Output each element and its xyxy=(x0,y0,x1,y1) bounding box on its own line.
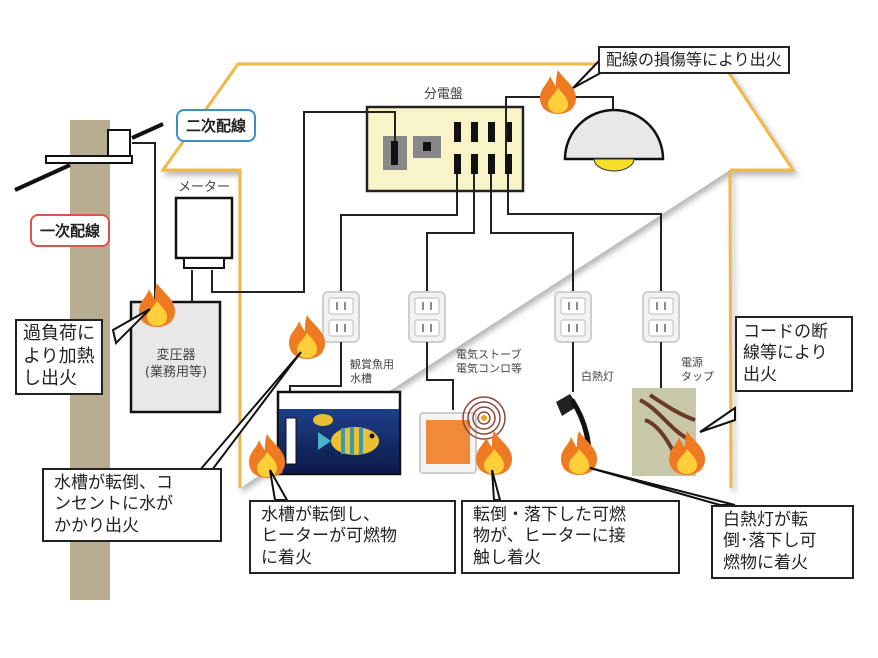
callout-aquarium-heater: 水槽が転倒し、 ヒーターが可燃物 に着火 xyxy=(249,500,456,574)
callout-cord-break-line-2: 線等により xyxy=(743,343,828,364)
secondary-wire xyxy=(211,111,396,293)
callout-fallen-combustible: 転倒・落下した可燃 物が、ヒーターに接 触し着火 xyxy=(461,500,680,574)
power-strip-label-line-1: 電源 xyxy=(681,356,703,369)
callout-aquarium-outlet-line-1: 水槽が転倒、コ xyxy=(54,473,173,493)
callout-aquarium-outlet: 水槽が転倒、コ ンセントに水が かかり出火 xyxy=(42,468,222,542)
callout-aquarium-outlet-line-2: ンセントに水が xyxy=(54,494,173,515)
panel-label: 分電盤 xyxy=(424,87,464,102)
secondary-wiring-tag: 二次配線 xyxy=(176,109,257,142)
meter-base xyxy=(183,257,225,269)
callout-lamp-fall-line-3: 燃物に着火 xyxy=(723,552,808,573)
callout-cord-break-line-3: 出火 xyxy=(743,364,777,385)
outlet-lamp xyxy=(554,291,592,343)
callout-overload: 過負荷に より加熱 し出火 xyxy=(15,319,103,395)
transformer-label-line-1: 変圧器 xyxy=(156,348,196,363)
panel-branch-breakers xyxy=(454,122,512,174)
branch-wire-3 xyxy=(490,174,574,292)
callout-cord-break-line-1: コードの断 xyxy=(743,322,828,342)
transformer-label-line-2: (業務用等) xyxy=(144,364,208,380)
callout-overload-line-3: し出火 xyxy=(23,368,77,389)
callout-aquarium-heater-line-1: 水槽が転倒し、 xyxy=(261,505,380,525)
callout-wiring-damage-line: 配線の損傷等により出火 xyxy=(606,50,782,69)
callout-overload-line-2: より加熱 xyxy=(23,345,95,367)
heater-cord xyxy=(426,342,454,410)
incandescent-label: 白熱灯 xyxy=(581,370,614,383)
callout-aquarium-outlet-line-3: かかり出火 xyxy=(54,515,139,536)
callout-wiring-damage: 配線の損傷等により出火 xyxy=(598,46,790,74)
power-strip-label: 電源 タップ xyxy=(681,356,714,385)
outlet-power-strip xyxy=(642,291,680,343)
ceiling-lamp-bulb xyxy=(593,158,635,172)
primary-wiring-tag: 一次配線 xyxy=(30,214,111,247)
callout-lamp-fall-line-2: 倒･落下し可 xyxy=(723,531,817,552)
branch-wire-4 xyxy=(507,174,662,292)
outlet-aquarium xyxy=(322,291,360,343)
electric-stove-coil xyxy=(462,396,506,440)
aquarium-label: 観賞魚用 水槽 xyxy=(350,358,394,387)
panel-main-breaker-switch xyxy=(391,141,398,165)
callout-fallen-combustible-line-3: 触し着火 xyxy=(473,547,541,568)
heater-label: 電気ストーブ 電気コンロ等 xyxy=(456,348,522,377)
power-strip-label-line-2: タップ xyxy=(681,370,714,384)
aquarium-label-line-2: 水槽 xyxy=(350,372,372,386)
house-frame xyxy=(160,62,796,489)
callout-overload-line-1: 過負荷に xyxy=(23,323,95,344)
heater-label-line-2: 電気コンロ等 xyxy=(456,362,522,376)
meter-label: メーター xyxy=(178,180,231,195)
aquarium-label-line-1: 観賞魚用 xyxy=(350,358,394,371)
aquarium-heater xyxy=(285,417,297,465)
fish-icon xyxy=(313,414,379,455)
flame-heater-icon xyxy=(476,431,512,475)
heater-label-line-1: 電気ストーブ xyxy=(456,348,522,361)
flame-transformer-icon xyxy=(139,283,175,327)
pole-crossarm xyxy=(45,155,133,164)
callout-lamp-fall-line-1: 白熱灯が転 xyxy=(723,510,808,530)
callout-fallen-combustible-line-1: 転倒・落下した可燃 xyxy=(473,505,626,525)
heater-element xyxy=(426,420,470,464)
primary-wire xyxy=(132,142,156,300)
power-line-right xyxy=(131,122,164,140)
meter xyxy=(174,196,234,260)
callout-lamp-fall: 白熱灯が転 倒･落下し可 燃物に着火 xyxy=(711,505,854,579)
transformer-label: 変圧器 (業務用等) xyxy=(138,348,214,382)
callout-aquarium-heater-line-2: ヒーターが可燃物 xyxy=(261,526,397,547)
power-line-left xyxy=(14,163,71,192)
callout-aquarium-heater-line-3: に着火 xyxy=(261,547,312,568)
ceiling-lamp xyxy=(563,108,665,161)
outlet-heater xyxy=(408,291,446,343)
callout-fallen-combustible-line-2: 物が、ヒーターに接 xyxy=(473,526,626,547)
pole-insulator xyxy=(107,129,131,157)
desk-lamp xyxy=(556,394,578,416)
branch-wire-2 xyxy=(426,174,475,292)
callout-cord-break: コードの断 線等により 出火 xyxy=(735,316,853,392)
branch-wire-1 xyxy=(340,174,458,292)
panel-leak-breaker-switch xyxy=(423,142,431,151)
